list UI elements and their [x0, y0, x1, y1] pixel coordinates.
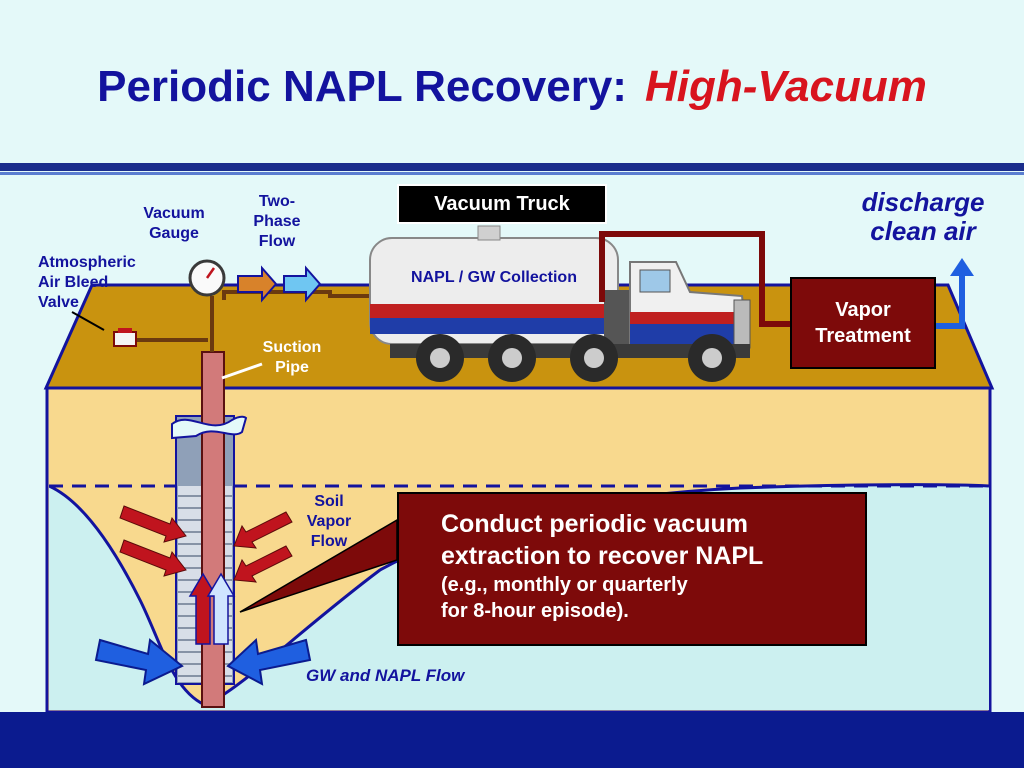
flow-line-to-truck [222, 290, 400, 300]
exhaust-line [599, 231, 790, 327]
title-accent: High-Vacuum [644, 62, 927, 111]
collection-label: NAPL / GW Collection [411, 269, 577, 286]
callout-line-1: Conduct periodic vacuum [441, 510, 748, 538]
air-bleed-valve [113, 331, 137, 347]
vacuum-gauge-label: Vacuum Gauge [143, 205, 205, 242]
discharge-line [936, 272, 965, 329]
title-main: Periodic NAPL Recovery: [97, 62, 627, 111]
discharge-label: discharge clean air [861, 187, 985, 246]
vacuum-truck [369, 225, 751, 382]
water-up-arrow [206, 572, 236, 645]
gw-inflow-arrow-right [226, 637, 312, 686]
footer-bar [0, 712, 1024, 768]
title-divider [0, 163, 1024, 171]
gw-inflow-arrow-left [94, 638, 184, 686]
gw-napl-flow-label: GW and NAPL Flow [306, 666, 465, 685]
callout-line-4: for 8-hour episode). [441, 600, 629, 622]
callout-line-2: extraction to recover NAPL [441, 542, 764, 570]
suction-pipe [201, 351, 225, 708]
title-divider-secondary [0, 172, 1024, 175]
atmospheric-valve-label: Atmospheric Air Bleed Valve [38, 254, 136, 311]
two-phase-arrow-orange [237, 265, 278, 303]
callout-line-3: (e.g., monthly or quarterly [441, 574, 688, 596]
discharge-arrowhead [950, 258, 974, 276]
pipe-break-symbol [171, 415, 248, 440]
two-phase-flow-label: Two- Phase Flow [253, 193, 301, 250]
valve-leader [71, 311, 105, 331]
vacuum-truck-label: Vacuum Truck [397, 184, 607, 224]
soil-vapor-arrows [119, 505, 293, 583]
suction-pipe-label: Suction Pipe [262, 339, 322, 376]
callout-box: Conduct periodic vacuum extraction to re… [397, 492, 867, 646]
vapor-treatment-box: Vapor Treatment [790, 277, 936, 369]
napl-up-arrow [188, 572, 218, 645]
slide-title: Periodic NAPL Recovery: High-Vacuum [0, 62, 1024, 112]
soil-vapor-flow-label: Soil Vapor Flow [306, 493, 352, 550]
two-phase-arrow-blue [283, 265, 322, 303]
